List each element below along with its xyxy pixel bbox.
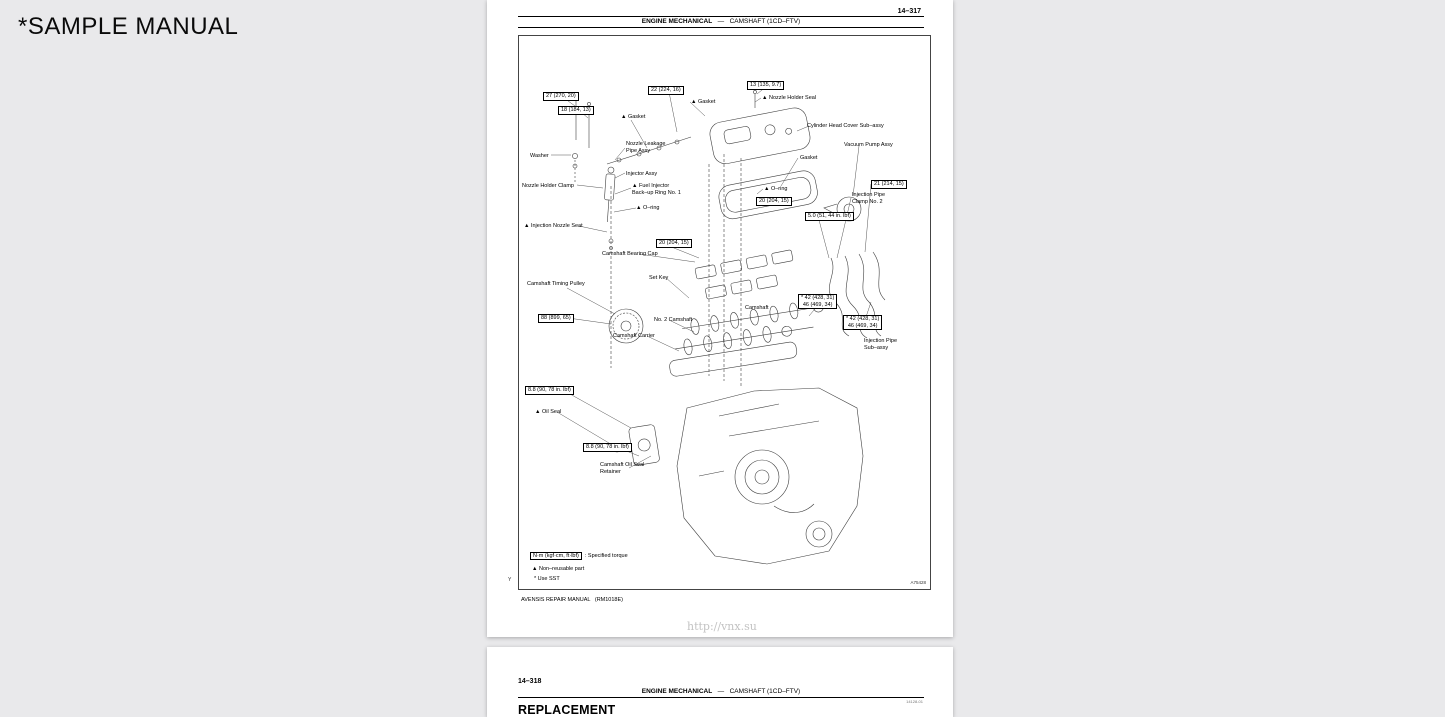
part-label: Camshaft (745, 305, 769, 311)
part-label: ▲ O–ring (764, 186, 788, 192)
part-label: ▲ Gasket (621, 114, 646, 120)
part-label: No. 2 Camshaft (654, 317, 693, 323)
torque-spec-label: * 42 (428, 31) 46 (469, 34) (798, 294, 838, 310)
torque-spec-label: 20 (204, 15) (756, 197, 792, 206)
torque-spec-label: 21 (214, 15) (871, 180, 907, 189)
torque-spec-label: 22 (224, 16) (648, 86, 684, 95)
header-section: ENGINE MECHANICAL (641, 688, 713, 695)
figure-code: A75428 (910, 580, 926, 585)
manual-page-317: 14–317 ENGINE MECHANICAL — CAMSHAFT (1CD… (487, 0, 953, 637)
legend-torque: N·m (kgf·cm, ft·lbf) : Specified torque (530, 552, 628, 560)
exploded-view-figure: 27 (270, 20) 18 (184, 13) 22 (224, 16) 1… (518, 35, 931, 590)
header-separator2 (724, 688, 728, 695)
part-label: Vacuum Pump Assy (844, 142, 893, 148)
header-dash: — (717, 18, 725, 25)
part-label: Camshaft Carrier (613, 333, 655, 339)
torque-spec-label: 8.8 (90, 78 in. lbf) (583, 443, 632, 452)
part-label: Gasket (800, 155, 818, 161)
corner-mark: Y (508, 577, 512, 583)
manual-page-318: 14–318 ENGINE MECHANICAL — CAMSHAFT (1CD… (487, 647, 953, 717)
part-label: Camshaft Oil Seal Retainer (600, 462, 645, 475)
part-label: Washer (530, 153, 549, 159)
torque-spec-label: * 42 (428, 31) 46 (469, 34) (843, 315, 883, 331)
torque-spec-label: 88 (899, 65) (538, 314, 574, 323)
part-label: Injection Pipe Sub–assy (864, 338, 898, 351)
exploded-view-drawing (551, 85, 886, 565)
header-section: ENGINE MECHANICAL (641, 18, 713, 25)
page-footer: AVENSIS REPAIR MANUAL (RM1018E) (521, 597, 623, 603)
section-title-replacement: REPLACEMENT (518, 703, 616, 717)
part-label: Injection Pipe Clamp No. 2 (852, 192, 886, 205)
torque-spec-label: 18 (184, 13) (558, 106, 594, 115)
torque-spec-label: 13 (135, 9.7) (747, 81, 785, 90)
torque-spec-label: 20 (204, 15) (656, 239, 692, 248)
part-label: Nozzle Holder Clamp (522, 183, 574, 189)
page-number: 14–318 (518, 678, 542, 685)
part-label: Camshaft Timing Pulley (527, 281, 585, 287)
sample-manual-banner: *SAMPLE MANUAL (18, 13, 239, 40)
part-label: Camshaft Bearing Cap (602, 251, 658, 257)
part-label: Cylinder Head Cover Sub–assy (807, 123, 884, 129)
part-label: Nozzle Leakage Pipe Assy (626, 141, 666, 154)
torque-spec-label: 5.0 (51, 44 in. lbf) (805, 212, 854, 221)
part-label: ▲ Fuel Injector Back–up Ring No. 1 (632, 183, 681, 196)
torque-spec-label: 8.8 (90, 78 in. lbf) (525, 386, 574, 395)
header-dash: — (717, 688, 725, 695)
header-topic: CAMSHAFT (1CD–FTV) (729, 688, 801, 695)
header-topic: CAMSHAFT (1CD–FTV) (729, 18, 801, 25)
part-label: ▲ Gasket (691, 99, 716, 105)
part-label: ▲ Nozzle Holder Seal (762, 95, 817, 101)
part-label: ▲ Injection Nozzle Seat (524, 223, 583, 229)
page-number: 14–317 (897, 8, 921, 15)
site-watermark: http://vnx.su (687, 620, 757, 633)
part-label: Injector Assy (626, 171, 658, 177)
legend-nonreusable: ▲ Non–reusable part (532, 566, 585, 572)
torque-spec-label: 27 (270, 20) (543, 92, 579, 101)
legend-sst: * Use SST (534, 576, 560, 582)
legend-torque-text: : Specified torque (584, 553, 628, 559)
part-label: Set Key (649, 275, 669, 281)
part-label: ▲ O–ring (636, 205, 660, 211)
page-header: ENGINE MECHANICAL — CAMSHAFT (1CD–FTV) (518, 688, 924, 698)
legend-torque-box: N·m (kgf·cm, ft·lbf) (530, 552, 582, 560)
section-code: 14128-01 (906, 699, 923, 704)
part-label: ▲ Oil Seal (535, 409, 562, 415)
header-separator2 (724, 18, 728, 25)
page-header: ENGINE MECHANICAL — CAMSHAFT (1CD–FTV) (518, 16, 924, 28)
